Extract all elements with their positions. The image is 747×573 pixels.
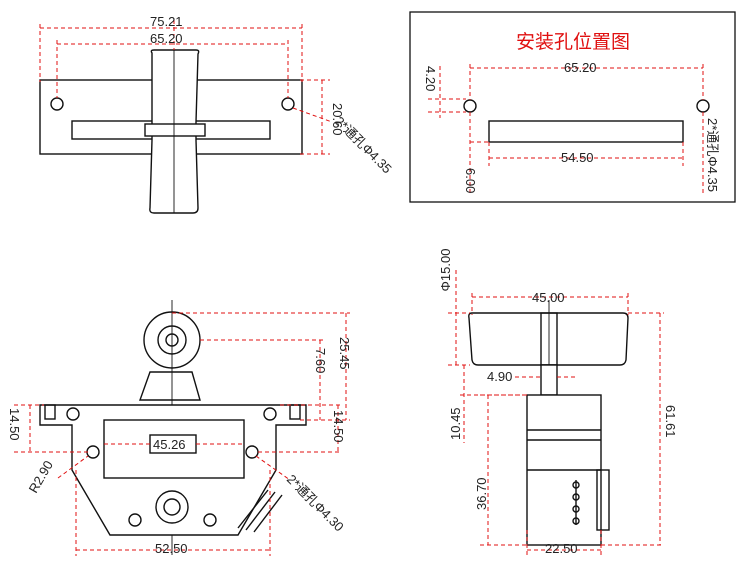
dim-slot-width: 54.50 [561, 150, 594, 165]
lever-arm [139, 371, 201, 401]
panel-title: 安装孔位置图 [516, 31, 630, 53]
plan-view: 75.21 65.20 20.60 2*通孔Φ4.35 [39, 14, 395, 214]
handle-bar [468, 312, 629, 366]
stem [540, 364, 558, 396]
dim-bottom-width: 52.50 [155, 541, 188, 556]
dim-left-offset: 10.45 [448, 407, 463, 440]
dim-total-height: 61.61 [663, 405, 678, 438]
dim-slot-offset: 6.00 [463, 168, 478, 193]
mount-hole-left [50, 97, 64, 111]
dim-upper-height: 7.60 [313, 348, 328, 373]
dim-left-height: 14.50 [7, 408, 22, 441]
panel-frame [409, 11, 736, 203]
dim-radius: R2.90 [26, 458, 56, 496]
dim-bottom-width: 22.50 [545, 541, 578, 556]
dim-handle-width: 45.00 [532, 290, 565, 305]
hole-note: 2*通孔Φ4.30 [284, 472, 347, 535]
slot-outline [488, 120, 684, 143]
hole-note: 2*通孔Φ4.35 [332, 114, 395, 177]
dim-stem: 4.90 [487, 369, 512, 384]
dim-height: 20.60 [330, 103, 345, 136]
dim-center-width: 45.26 [153, 437, 186, 452]
hole-note: 2*通孔Φ4.35 [705, 118, 720, 192]
dim-offset-top: 4.20 [423, 66, 438, 91]
dim-body-height: 36.70 [474, 477, 489, 510]
handle-hub [144, 123, 206, 137]
front-view: 25.45 7.60 14.50 14.50 45.26 R2.90 2*通孔Φ… [7, 300, 352, 556]
body-outline [39, 404, 307, 536]
dim-handle-diameter: Φ15.00 [438, 249, 453, 292]
dim-total-height: 25.45 [337, 337, 352, 370]
mount-hole-left [463, 99, 477, 113]
dim-right-height: 14.50 [331, 410, 346, 443]
side-view: Φ15.00 45.00 4.90 10.45 36.70 61.61 22.5… [438, 249, 678, 556]
dim-hole-spacing: 65.20 [564, 60, 597, 75]
dim-overall-width: 75.21 [150, 14, 183, 29]
mount-hole-right [281, 97, 295, 111]
center-window [103, 419, 245, 479]
mount-hole-right [696, 99, 710, 113]
dim-hole-spacing: 65.20 [150, 31, 183, 46]
mounting-hole-panel: 安装孔位置图 65.20 4.20 54.50 6.00 2*通孔Φ4.35 [409, 11, 736, 203]
